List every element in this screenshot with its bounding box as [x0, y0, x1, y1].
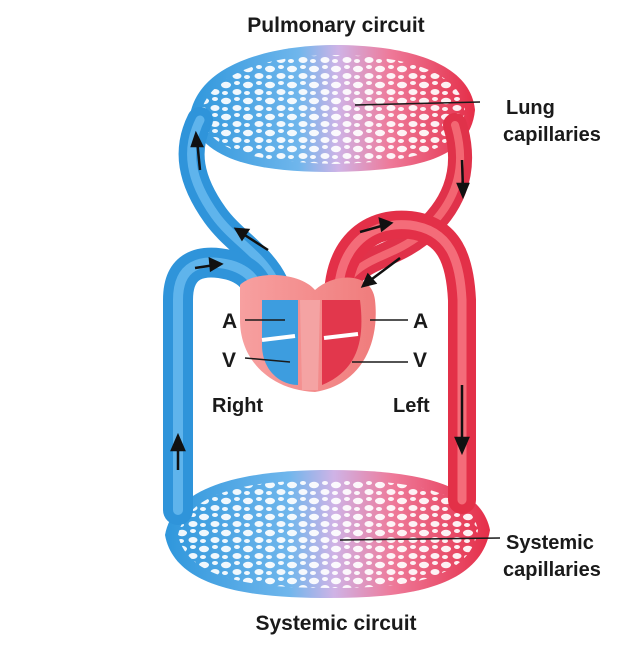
label-left-ventricle: V — [413, 349, 427, 372]
title-systemic-circuit: Systemic circuit — [255, 612, 416, 635]
left-heart-chambers — [322, 300, 361, 385]
label-lung-capillaries-1: Lung — [506, 97, 555, 119]
label-right-side: Right — [212, 395, 263, 417]
label-systemic-capillaries-1: Systemic — [506, 532, 594, 554]
label-left-atrium: A — [413, 310, 428, 333]
label-left-side: Left — [393, 395, 430, 417]
label-lung-capillaries-2: capillaries — [503, 124, 601, 146]
label-systemic-capillaries-2: capillaries — [503, 559, 601, 581]
label-right-atrium: A — [222, 310, 237, 333]
lung-capillary-bed — [190, 45, 475, 172]
heart — [240, 275, 376, 392]
title-pulmonary-circuit: Pulmonary circuit — [247, 14, 424, 37]
systemic-capillary-bed — [165, 470, 490, 598]
label-right-ventricle: V — [222, 349, 236, 372]
